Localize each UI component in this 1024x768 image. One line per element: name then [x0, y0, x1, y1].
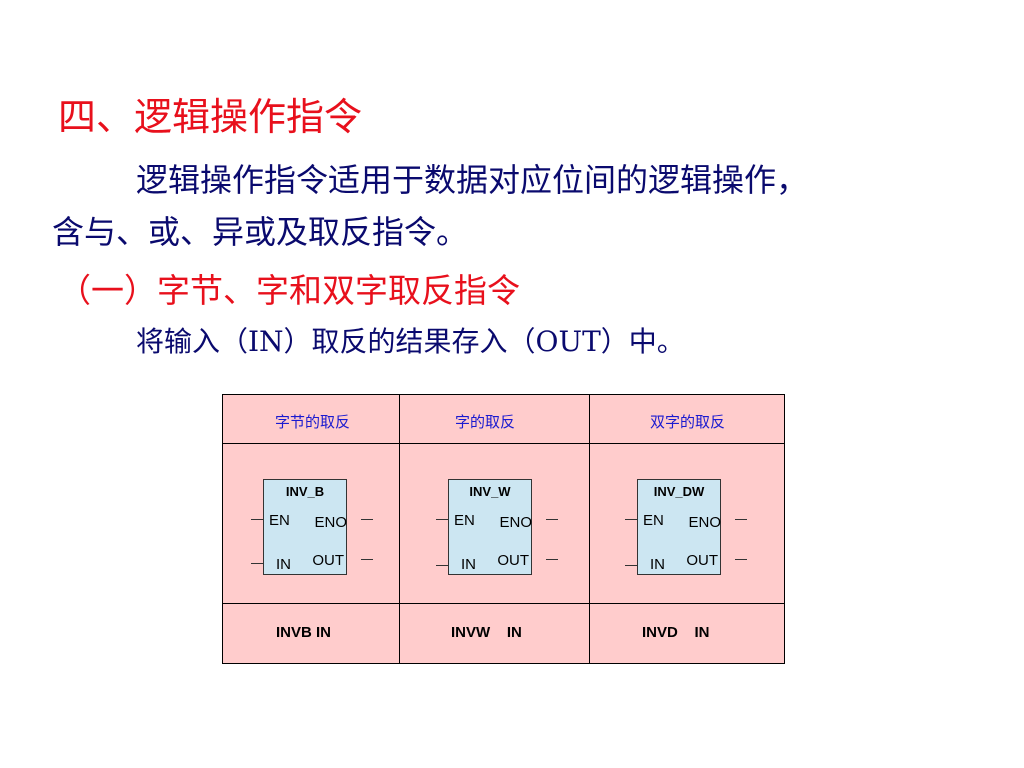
en-pin-line: [625, 519, 637, 520]
header-byte-invert: 字节的取反: [275, 413, 351, 431]
inv-b-block: INV_B EN ENO IN OUT: [263, 479, 347, 575]
column-divider: [589, 395, 590, 663]
intro-line-1: 逻辑操作指令适用于数据对应位间的逻辑操作，: [136, 161, 809, 199]
eno-pin-line: [735, 519, 747, 520]
instruction-invb: INVB IN: [276, 624, 332, 641]
inv-w-block: INV_W EN ENO IN OUT: [448, 479, 532, 575]
en-label: EN: [269, 512, 290, 529]
out-label: OUT: [312, 552, 344, 569]
header-dword-invert: 双字的取反: [650, 413, 726, 431]
eno-label: ENO: [499, 514, 532, 531]
en-label: EN: [454, 512, 475, 529]
section-heading: 四、逻辑操作指令: [58, 95, 363, 139]
out-label: OUT: [686, 552, 718, 569]
description-text: 将输入（IN）取反的结果存入（OUT）中。: [136, 325, 685, 358]
block-title: INV_B: [285, 484, 325, 499]
eno-pin-line: [361, 519, 373, 520]
in-label: IN: [461, 556, 476, 573]
in-pin-line: [251, 563, 263, 564]
out-pin-line: [735, 559, 747, 560]
intro-line-2: 含与、或、异或及取反指令。: [52, 213, 469, 251]
block-title: INV_DW: [653, 484, 705, 499]
row-divider: [223, 443, 784, 444]
en-pin-line: [251, 519, 263, 520]
block-title: INV_W: [469, 484, 511, 499]
eno-pin-line: [546, 519, 558, 520]
in-label: IN: [276, 556, 291, 573]
eno-label: ENO: [688, 514, 721, 531]
in-pin-line: [625, 565, 637, 566]
inv-dw-block: INV_DW EN ENO IN OUT: [637, 479, 721, 575]
instruction-table: 字节的取反 字的取反 双字的取反 INV_B EN ENO IN OUT INV…: [222, 394, 785, 664]
row-divider: [223, 603, 784, 604]
in-label: IN: [650, 556, 665, 573]
out-pin-line: [546, 559, 558, 560]
in-pin-line: [436, 565, 448, 566]
en-label: EN: [643, 512, 664, 529]
subsection-heading: （一）字节、字和双字取反指令: [58, 271, 520, 310]
instruction-invw: INVW IN: [451, 624, 522, 641]
out-label: OUT: [497, 552, 529, 569]
eno-label: ENO: [314, 514, 347, 531]
out-pin-line: [361, 559, 373, 560]
instruction-invd: INVD IN: [642, 624, 710, 641]
column-divider: [399, 395, 400, 663]
header-word-invert: 字的取反: [455, 413, 516, 431]
en-pin-line: [436, 519, 448, 520]
